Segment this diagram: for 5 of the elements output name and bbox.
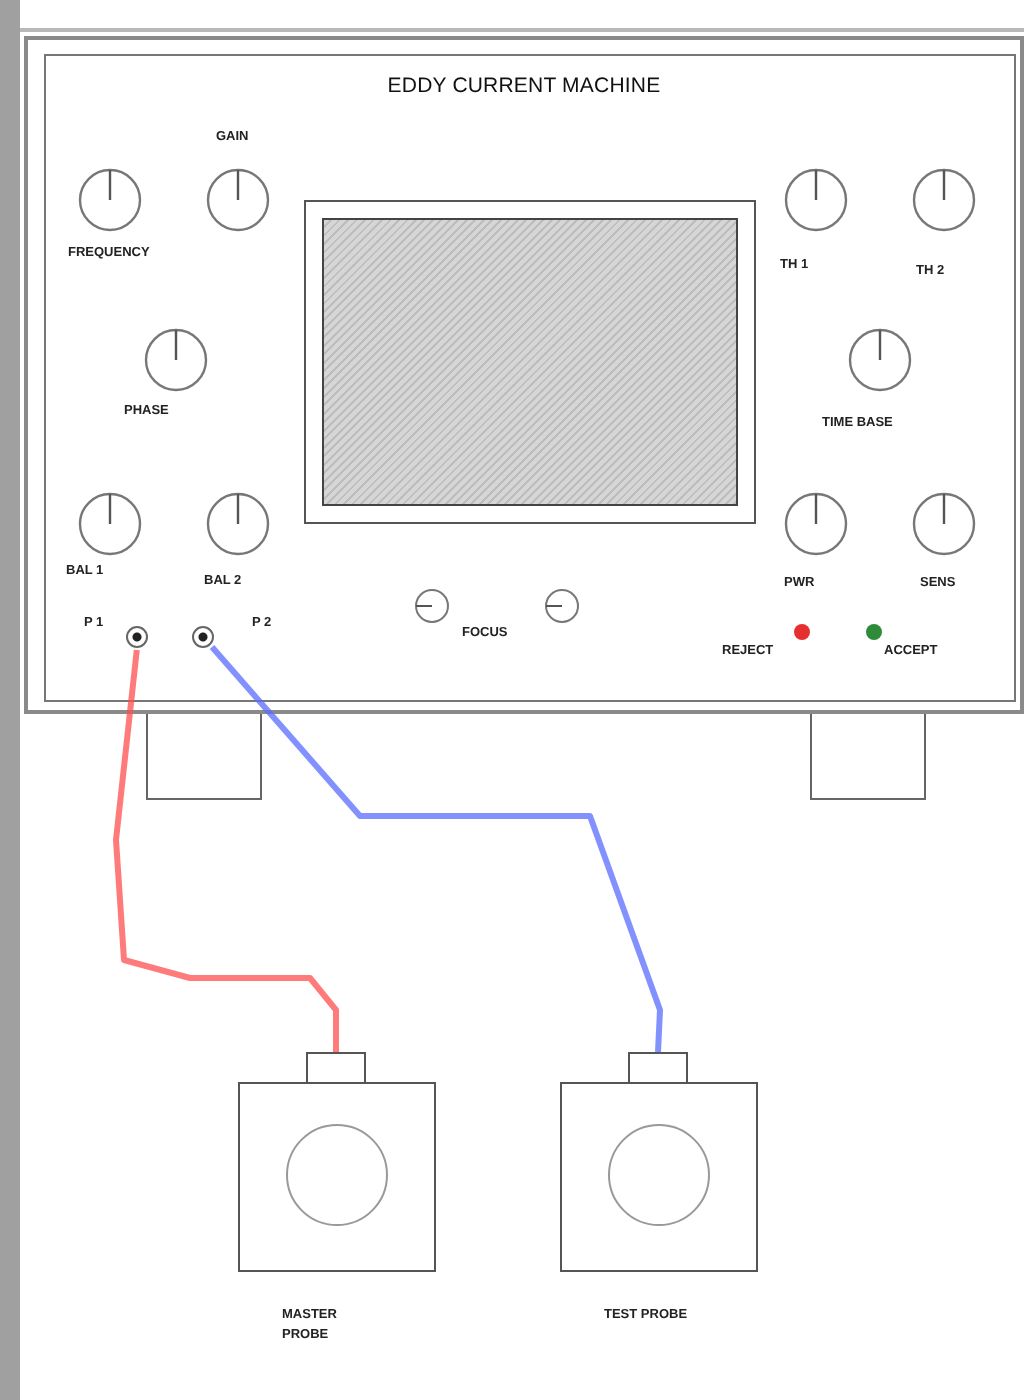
- probe-socket: [126, 626, 148, 648]
- probe-socket: [192, 626, 214, 648]
- machine-title: EDDY CURRENT MACHINE: [385, 74, 663, 98]
- probe-cable: [209, 645, 663, 1053]
- probe-cable: [113, 649, 339, 1052]
